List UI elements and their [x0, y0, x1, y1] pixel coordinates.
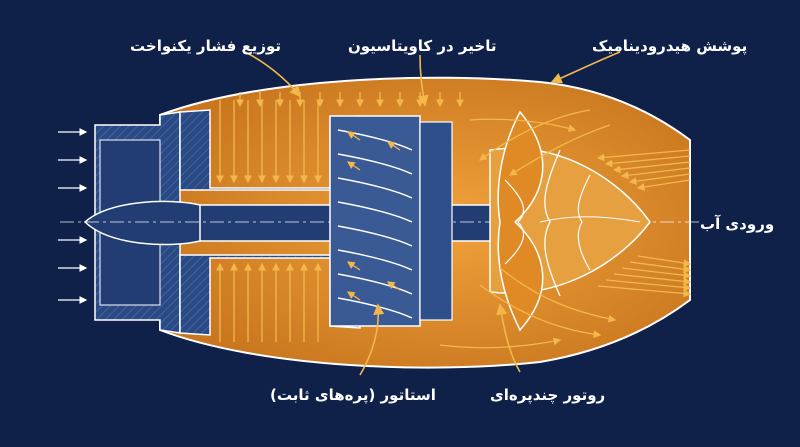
- label-cavitation-delay: تاخیر در کاویتاسیون: [348, 37, 497, 55]
- stator-vanes: [329, 115, 453, 327]
- flow-arrow: [479, 284, 602, 339]
- flow-arrow: [605, 279, 692, 292]
- flow-arrow: [636, 179, 691, 191]
- flow-arrow: [637, 255, 692, 267]
- stator-vane: [337, 129, 413, 151]
- callout-leaders: [244, 51, 621, 376]
- swirl-arrow: [346, 161, 361, 171]
- flow-arrow: [499, 267, 617, 323]
- flow-arrow: [604, 155, 691, 168]
- flow-arrow: [629, 261, 692, 274]
- flow-arrow: [628, 173, 691, 186]
- flow-arrows: [216, 92, 692, 349]
- label-stator: استاتور (پره‌های ثابت): [270, 386, 436, 404]
- label-rotor: روتور چندپره‌ای: [490, 386, 606, 404]
- inlet-nose-cone: [83, 200, 201, 246]
- swirl-arrow: [346, 291, 361, 301]
- label-pressure-distribution: توزیع فشار یکنواخت: [130, 37, 282, 55]
- flow-arrow: [478, 109, 591, 161]
- stator-vane: [337, 249, 413, 271]
- stator-vane: [337, 153, 413, 175]
- flow-arrow: [621, 267, 692, 280]
- flow-arrow: [613, 273, 692, 286]
- flow-arrow: [620, 167, 691, 180]
- stator-vane: [337, 225, 413, 247]
- swirl-arrow: [346, 131, 361, 141]
- flow-arrow: [508, 124, 611, 176]
- flow-arrow: [439, 337, 562, 349]
- flow-arrow: [596, 149, 691, 162]
- flow-arrow: [597, 285, 692, 298]
- stator-vane: [337, 177, 413, 199]
- swirl-arrow: [346, 261, 361, 271]
- flow-arrow: [612, 161, 691, 174]
- flow-arrow: [469, 118, 577, 132]
- label-water-inlet: ورودی آب: [700, 215, 775, 233]
- label-hydrodynamic-shroud: پوشش هیدرودینامیک: [592, 37, 748, 55]
- swirl-arrow: [386, 281, 401, 291]
- swirl-arrow: [386, 141, 401, 151]
- stator-vane: [337, 201, 413, 223]
- stator-vane: [337, 273, 413, 295]
- inlet-arrows: [58, 128, 88, 304]
